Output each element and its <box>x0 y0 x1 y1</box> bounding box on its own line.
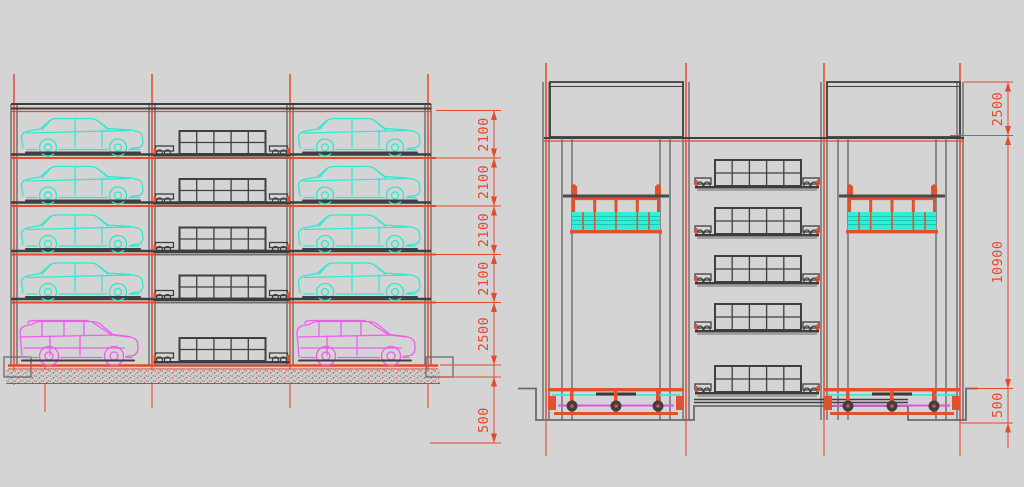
tower-head-boxes <box>544 81 964 142</box>
dimension-label-ground-level: 2500 <box>476 317 492 352</box>
lift-carriage <box>838 183 946 235</box>
parked-suv <box>19 319 139 367</box>
parked-suv <box>296 319 416 367</box>
concrete-stipple <box>6 370 440 383</box>
dimension-label-headroom: 2500 <box>990 92 1006 127</box>
parked-sedan <box>297 214 421 254</box>
pit-mechanism <box>548 388 684 415</box>
car-pallet <box>694 207 820 239</box>
parked-sedan <box>297 165 421 205</box>
parked-sedan <box>20 117 144 157</box>
foundation-end-block <box>3 356 32 378</box>
parked-sedan <box>297 117 421 157</box>
center-pallet-stack <box>694 159 908 404</box>
car-pallet <box>694 303 820 335</box>
dimension-label-level: 2100 <box>476 165 492 200</box>
dimension-label-pit: 500 <box>990 392 1006 418</box>
car-pallet <box>152 337 291 366</box>
pit-outline <box>518 387 978 421</box>
car-pallet <box>694 365 820 397</box>
dimension-label-level: 2100 <box>476 261 492 296</box>
right-elevation-view: 2500 10900 500 <box>518 63 1013 456</box>
parked-sedan <box>20 214 144 254</box>
pallet-stack <box>152 130 291 366</box>
left-dimension-stack: 2100 2100 2100 2100 2500 500 <box>430 110 501 444</box>
left-elevation-view: 2100 2100 2100 2100 2500 500 <box>3 74 501 444</box>
lift-guide-rails <box>561 138 947 420</box>
car-pallet <box>694 159 820 191</box>
right-dimension-stack: 2500 10900 500 <box>950 81 1013 448</box>
pit-mechanism <box>824 388 960 415</box>
dimension-label-level: 2100 <box>476 213 492 248</box>
column-centerlines-below-pit <box>545 420 961 456</box>
dimension-label-level: 2100 <box>476 117 492 152</box>
parked-sedan <box>20 165 144 205</box>
parked-sedan <box>20 262 144 302</box>
dimension-label-slab: 500 <box>476 407 492 433</box>
lift-carriage <box>562 183 670 235</box>
car-pallet <box>694 255 820 287</box>
tower-columns <box>542 63 964 456</box>
parked-sedan <box>297 262 421 302</box>
dimension-label-tower-height: 10900 <box>990 240 1006 283</box>
